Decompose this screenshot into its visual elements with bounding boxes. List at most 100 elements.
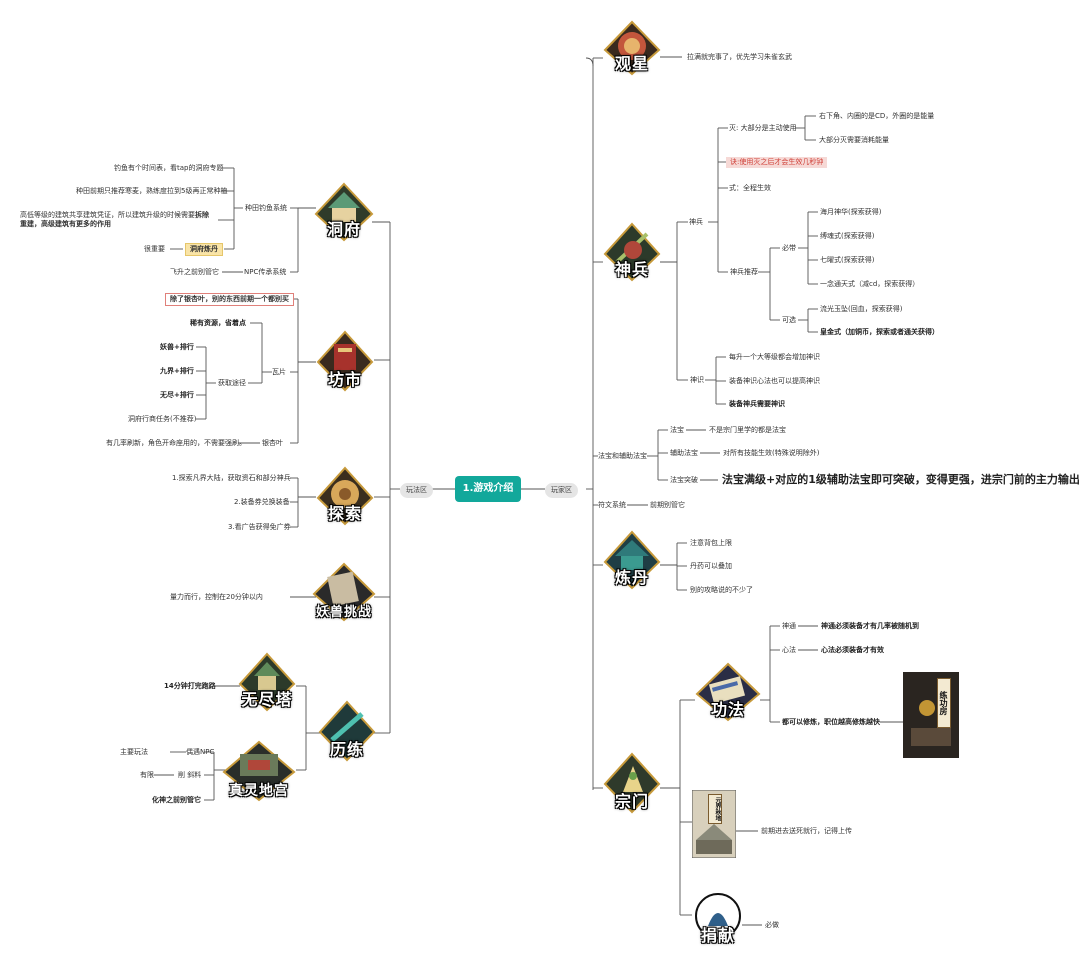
fangshi-top-note: 除了银杏叶，别的东西前期一个都别买: [165, 293, 294, 306]
shenshi-label[interactable]: 神识: [690, 376, 704, 384]
zhudan-label: 炼丹: [614, 568, 649, 587]
fabao-note: 不是宗门里学的都是法宝: [709, 426, 786, 434]
zhenling-main-note: 偶遇NPC: [186, 748, 215, 756]
npc-label[interactable]: NPC传承系统: [244, 268, 287, 276]
kexuan-item-1: 流光玉坠(回血，探索获得): [820, 305, 903, 313]
tansuo-art: [316, 466, 374, 526]
zhenling-limit-note: 削 斜料: [178, 771, 202, 779]
zhongtian-note-4-pre: 很重要: [144, 245, 165, 253]
zhenling-limit[interactable]: 有限: [140, 771, 154, 779]
juanxian-note: 必做: [765, 921, 779, 929]
zongmen-icon[interactable]: 宗门: [603, 752, 661, 814]
fangshi-label: 坊市: [327, 370, 362, 389]
zhudan-icon[interactable]: 炼丹: [603, 530, 661, 590]
liangongfang-label: 练功房: [937, 678, 951, 728]
fabao-label[interactable]: 法宝和辅助法宝: [598, 452, 647, 460]
fuwen-note: 前期别管它: [650, 501, 685, 509]
juanxian-label: 捐献: [700, 926, 735, 945]
xinfa-note: 心法必须装备才有效: [821, 646, 884, 654]
zhenling-art: [222, 740, 296, 802]
branch-left-label[interactable]: 玩法区: [400, 483, 433, 498]
huoqu-item-3: 无尽+排行: [160, 391, 194, 399]
zhudan-note-2: 丹药可以叠加: [690, 562, 732, 570]
dongfu-icon[interactable]: 洞府: [314, 182, 374, 242]
tupo-node[interactable]: 法宝突破: [670, 476, 698, 484]
liangongfang-card[interactable]: 练功房: [903, 672, 959, 758]
zongmen-label: 宗门: [614, 792, 649, 811]
guanxing-note: 拉满就完事了，优先学习朱雀玄武: [687, 53, 792, 61]
tansuo-note-3: 3.看广告获得免广券: [228, 523, 291, 531]
yaoshou-icon[interactable]: 妖兽挑战: [310, 562, 378, 622]
shenbing-icon[interactable]: 神兵: [603, 222, 661, 282]
shenshi-note-2: 装备神识心法也可以提高神识: [729, 377, 820, 385]
wapian-label[interactable]: 瓦片: [272, 368, 286, 376]
shenshi-note-3: 装备神兵需要神识: [729, 400, 785, 408]
zhongtian-note-3: 高低等级的建筑共享建筑凭证，所以建筑升级的时候需要拆除重建，高级建筑有更多的作用: [20, 211, 215, 229]
shenbing-art: [603, 222, 661, 282]
wujinta-icon[interactable]: 无尽塔: [238, 652, 296, 712]
fuzhu-node[interactable]: 辅助法宝: [670, 449, 698, 457]
yinxing-label[interactable]: 银杏叶: [262, 439, 283, 447]
fabao-node[interactable]: 法宝: [670, 426, 684, 434]
shi-label[interactable]: 式：全程生效: [729, 184, 771, 192]
jue-label[interactable]: 诀:使用灭之后才会生效几秒钟: [726, 157, 828, 168]
tansuo-note-2: 2.装备券兑换装备: [234, 498, 290, 506]
gongfa-art: [695, 662, 761, 722]
juanxian-icon[interactable]: 捐献: [692, 892, 744, 948]
huoqu-label[interactable]: 获取途径: [218, 379, 246, 387]
shentong-note: 神通必须装备才有几率被随机到: [821, 622, 919, 630]
yaoshou-art: [312, 562, 376, 622]
guanxing-icon[interactable]: 观星: [603, 20, 661, 76]
tansuo-note-1: 1.探索凡界大陆，获取资石和部分神兵: [172, 474, 291, 482]
zhenling-label: 真灵地宫: [229, 783, 289, 799]
juanxian-art: [695, 893, 741, 939]
zongmen-art: [603, 752, 661, 814]
dongfu-liandan[interactable]: 洞府炼丹: [185, 243, 223, 256]
fuzhu-note: 对所有技能生效(特殊说明除外): [723, 449, 820, 457]
tansuo-label: 探索: [327, 504, 362, 523]
shenshi-note-1: 每升一个大等级都会增加神识: [729, 353, 820, 361]
zhenling-main[interactable]: 主要玩法: [120, 748, 148, 756]
bixuan-label[interactable]: 必带: [782, 244, 796, 252]
bixuan-item-3: 七曜式(探索获得): [820, 256, 875, 264]
zhongtian-note-1: 钓鱼有个时间表，看tap的洞府专题: [114, 164, 224, 172]
yaoshou-note: 量力而行，控制在20分钟以内: [170, 593, 263, 601]
guanxing-label: 观星: [614, 54, 649, 73]
fangshi-icon[interactable]: 坊市: [316, 330, 374, 392]
tuijian-label[interactable]: 神兵推荐: [730, 268, 758, 276]
kexuan-label[interactable]: 可选: [782, 316, 796, 324]
bixuan-item-2: 缚魂式(探索获得): [820, 232, 875, 240]
xiulian-note: 都可以修炼，职位越高修炼越快: [782, 718, 880, 726]
bixuan-item-1: 海月神华(探索获得): [820, 208, 882, 216]
zhongtian-note-2: 种田前期只推荐寒麦，熟练度拉到5级再正常种植: [76, 187, 228, 195]
liangongfang-art: [903, 672, 959, 758]
zhudan-note-1: 注意背包上限: [690, 539, 732, 547]
mie-note-1: 右下角、内圈的是CD，外圈的是能量: [819, 112, 935, 120]
root-node[interactable]: 1.游戏介绍: [455, 476, 521, 502]
huoqu-item-2: 九界+排行: [160, 367, 194, 375]
fuwen-label[interactable]: 符文系统: [598, 501, 626, 509]
zhongtian-note-3c: ，高级建筑有更多的作用: [34, 220, 111, 228]
huoqu-item-4: 洞府行商任务(不推荐): [128, 415, 197, 423]
fangshi-art: [316, 330, 374, 392]
zongmen-note: 前期进去送死就行，记得上传: [761, 827, 852, 835]
xiyou-note: 稀有资源，省着点: [190, 319, 246, 327]
huoqu-item-1: 妖兽+排行: [160, 343, 194, 351]
gongfa-icon[interactable]: 功法: [695, 662, 761, 722]
zhengjiaoshi-card[interactable]: 元界秋地: [691, 789, 737, 859]
shenbing-node[interactable]: 神兵: [689, 218, 703, 226]
zhongtian-label[interactable]: 种田钓鱼系统: [245, 204, 287, 212]
branch-right-label[interactable]: 玩家区: [545, 483, 578, 498]
xinfa-node[interactable]: 心法: [782, 646, 796, 654]
mie-label[interactable]: 灭: 大部分是主动使用: [729, 124, 797, 132]
wujinta-label: 无尽塔: [241, 690, 293, 709]
shentong-node[interactable]: 神通: [782, 622, 796, 630]
guanxing-art: [603, 20, 661, 76]
tansuo-icon[interactable]: 探索: [316, 466, 374, 526]
zhenling-icon[interactable]: 真灵地宫: [222, 740, 296, 802]
lilian-icon[interactable]: 历练: [318, 700, 376, 762]
mie-note-2: 大部分灭需要消耗能量: [819, 136, 889, 144]
lilian-art: [318, 700, 376, 762]
zhengjiaoshi-label: 元界秋地: [708, 794, 722, 824]
